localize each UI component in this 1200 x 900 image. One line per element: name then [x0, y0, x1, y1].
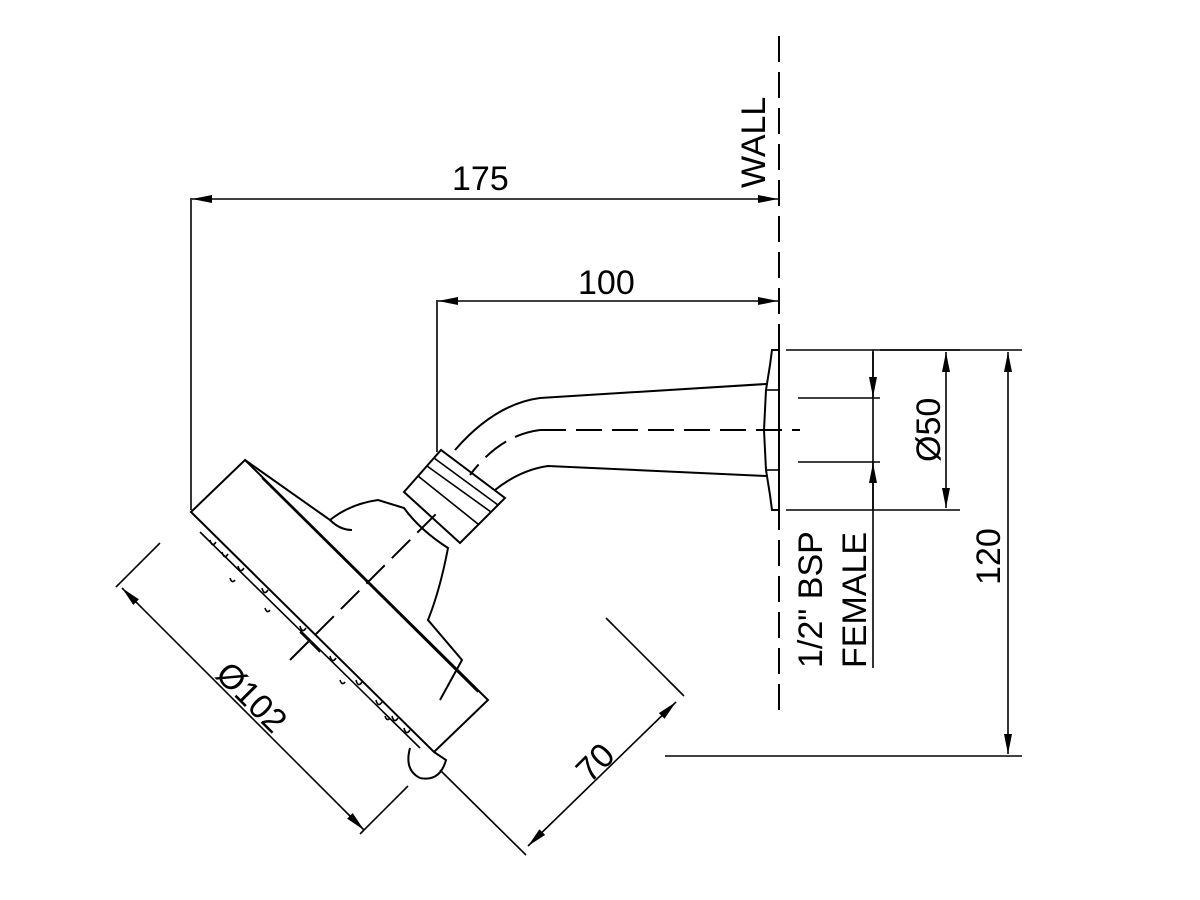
drop-label: 120	[970, 528, 1008, 585]
overall-projection-dimension	[190, 195, 778, 510]
arm-projection-dimension	[436, 297, 778, 452]
head-diameter-label: Ø102	[208, 655, 294, 741]
shower-head	[189, 458, 490, 780]
thread-dimension	[798, 350, 880, 668]
wall-label: WALL	[735, 97, 773, 188]
thread-type-label: FEMALE	[836, 532, 874, 668]
drop-dimension	[665, 349, 1022, 757]
thread-size-label: 1/2" BSP	[792, 531, 830, 668]
head-depth-dimension	[439, 617, 685, 856]
overall-projection-label: 175	[452, 160, 509, 198]
head-diameter-dimension	[115, 542, 409, 835]
flange-diameter-label: Ø50	[910, 398, 948, 462]
head-depth-label: 70	[569, 736, 623, 790]
shower-arm	[402, 383, 800, 545]
arm-projection-label: 100	[578, 264, 635, 302]
